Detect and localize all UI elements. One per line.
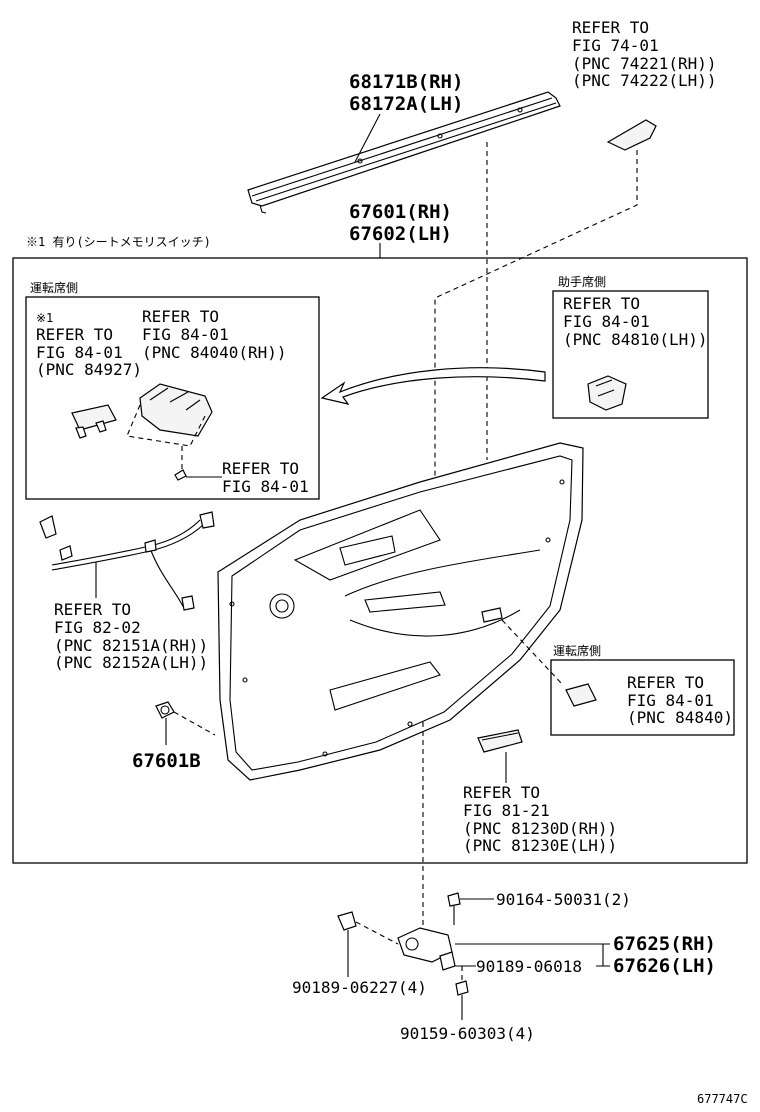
- refer-84840-line1: REFER TO: [627, 673, 704, 692]
- switch-screw: [174, 446, 187, 481]
- refer-fig84-screw-line1: REFER TO: [222, 459, 299, 478]
- switch-dash: [501, 619, 564, 686]
- refer-fig84-screw-line2: FIG 84-01: [222, 477, 309, 496]
- window-molding: [247, 91, 561, 214]
- bracket-assembly: [397, 927, 456, 971]
- refer-84040-line1: REFER TO: [142, 307, 219, 326]
- note-mark: ※1: [36, 311, 53, 325]
- refer-fig74-line1: REFER TO: [572, 18, 649, 37]
- refer-fig81-line3: (PNC 81230D(RH)): [463, 819, 617, 838]
- screw-50031-label: 90164-50031(2): [496, 890, 631, 909]
- lower-driver-switch: [565, 683, 597, 707]
- diagram-id: 677747C: [697, 1092, 748, 1106]
- refer-84810-line1: REFER TO: [563, 294, 640, 313]
- side-clip: [337, 911, 399, 945]
- refer-fig81-line2: FIG 81-21: [463, 801, 550, 820]
- screw-06018-label: 90189-06018: [476, 957, 582, 976]
- refer-84927-line2: FIG 84-01: [36, 343, 123, 362]
- refer-84927-line1: REFER TO: [36, 325, 113, 344]
- refer-fig82-line1: REFER TO: [54, 600, 131, 619]
- refer-fig74-line3: (PNC 74221(RH)): [572, 54, 717, 73]
- trim-clip: [155, 701, 175, 719]
- molding-lh-label: 68172A(LH): [349, 93, 463, 115]
- bracket-lh-label: 67626(LH): [613, 955, 716, 977]
- refer-84040-line2: FIG 84-01: [142, 325, 229, 344]
- door-trim-panel: [217, 442, 584, 781]
- clip-06227-label: 90189-06227(4): [292, 978, 427, 997]
- refer-84840-line3: (PNC 84840): [627, 708, 733, 727]
- molding-leader: [354, 113, 381, 163]
- passenger-switch-box: [552, 290, 709, 419]
- clip-dash: [173, 711, 216, 736]
- refer-84927-line3: (PNC 84927): [36, 360, 142, 379]
- direction-arrow: [320, 367, 546, 405]
- power-window-switch: [126, 383, 213, 447]
- driver-side-bottom-label: 運転席側: [553, 643, 601, 658]
- bracket-rh-label: 67625(RH): [613, 933, 716, 955]
- memory-switch: [71, 404, 117, 439]
- refer-fig81-line4: (PNC 81230E(LH)): [463, 836, 617, 855]
- refer-84040-line3: (PNC 84040(RH)): [142, 343, 287, 362]
- refer-84810-line2: FIG 84-01: [563, 312, 650, 331]
- driver-switch-box: [25, 296, 320, 500]
- driver-side-top-label: 運転席側: [30, 280, 78, 295]
- trim-lh-label: 67602(LH): [349, 223, 452, 245]
- refer-fig81-line1: REFER TO: [463, 783, 540, 802]
- refer-fig74-line4: (PNC 74222(LH)): [572, 71, 717, 90]
- driver-lower-switch-box: [550, 659, 735, 736]
- refer-fig74-line2: FIG 74-01: [572, 36, 659, 55]
- refer-fig82-line4: (PNC 82152A(LH)): [54, 653, 208, 672]
- refer-fig82-line2: FIG 82-02: [54, 618, 141, 637]
- clip-label: 67601B: [132, 750, 201, 772]
- passenger-switch: [587, 375, 627, 411]
- bracket-bracket: [596, 944, 610, 967]
- mirror-cover: [606, 119, 657, 151]
- screw-60303-label: 90159-60303(4): [400, 1024, 535, 1043]
- molding-rh-label: 68171B(RH): [349, 71, 463, 93]
- refer-84840-line2: FIG 84-01: [627, 691, 714, 710]
- refer-84810-line3: (PNC 84810(LH)): [563, 330, 708, 349]
- refer-fig82-line3: (PNC 82151A(RH)): [54, 636, 208, 655]
- bracket-screw-bottom: [455, 966, 469, 996]
- wire-harness: [39, 511, 215, 611]
- memory-note: ※1 有り(シートメモリスイッチ): [26, 235, 211, 249]
- bracket-screw-top: [447, 892, 461, 925]
- passenger-side-label: 助手席側: [558, 274, 606, 289]
- trim-rh-label: 67601(RH): [349, 201, 452, 223]
- courtesy-light: [477, 729, 523, 753]
